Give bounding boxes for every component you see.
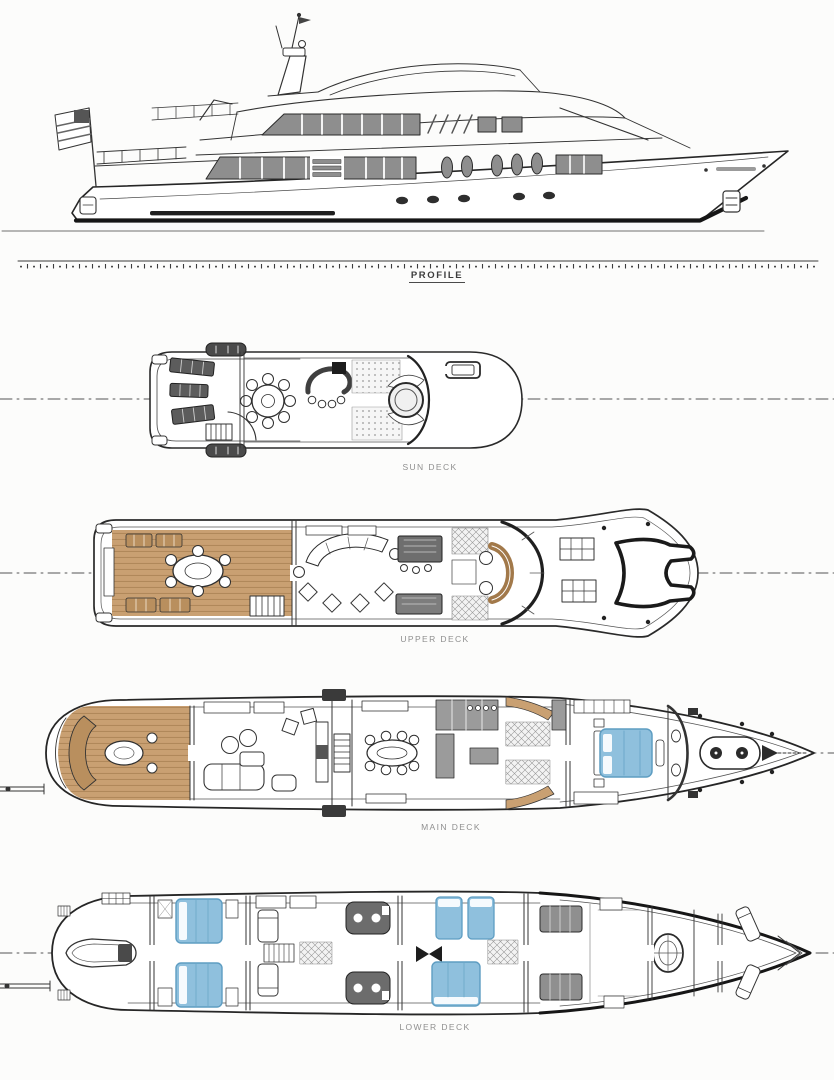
scale-ruler xyxy=(17,260,819,269)
vent-hatch xyxy=(444,361,481,379)
ensign-flag-icon xyxy=(54,107,97,187)
guest-twin-bed xyxy=(435,896,463,940)
guest-twin-bed xyxy=(467,896,495,940)
aft-stairs xyxy=(249,595,285,617)
davit-crane xyxy=(199,99,233,121)
salon xyxy=(203,701,329,792)
upper-deck-view xyxy=(0,508,834,638)
bathrooms xyxy=(345,895,404,1011)
transom-door xyxy=(79,196,97,215)
jacuzzi-icon xyxy=(387,374,425,426)
crew-cabins xyxy=(157,895,252,1011)
vent-louvers xyxy=(427,114,473,134)
propeller-shaft xyxy=(0,980,51,992)
salon-sofa xyxy=(203,763,265,791)
engine-room xyxy=(539,897,684,1009)
forepeak xyxy=(646,905,803,1001)
sun-deck-view xyxy=(0,342,834,458)
side-bench xyxy=(505,696,555,721)
tender-garage xyxy=(57,892,156,1011)
skylounge-chairs xyxy=(298,582,394,613)
crew-bed xyxy=(175,962,223,1008)
dining-table xyxy=(240,373,296,429)
engine-block xyxy=(539,905,583,933)
portholes xyxy=(396,191,555,205)
aft-table xyxy=(104,740,144,766)
bow-fairlead xyxy=(614,537,696,609)
side-bench xyxy=(505,785,555,810)
anchor-pocket-icon xyxy=(722,190,741,213)
master-bath xyxy=(666,704,689,802)
lower-deck-label: LOWER DECK xyxy=(399,1022,471,1032)
crew-bed xyxy=(175,898,223,944)
galley xyxy=(435,699,499,779)
helm-seat xyxy=(479,551,493,565)
superstructure xyxy=(94,63,691,167)
bow-name-plate xyxy=(716,167,756,171)
stair-lobby xyxy=(322,689,353,817)
guest-double-bed xyxy=(431,961,481,1007)
aft-deck-sofa xyxy=(68,715,97,791)
lower-deck-view xyxy=(0,890,834,1016)
master-cabin xyxy=(573,699,665,805)
mooring-bitts xyxy=(601,521,651,625)
skylounge-bar xyxy=(395,535,443,615)
crew-mess xyxy=(255,895,333,997)
chain-locker xyxy=(777,935,801,971)
sun-loungers xyxy=(169,357,216,425)
master-bed xyxy=(599,728,653,778)
helm-seat xyxy=(479,581,493,595)
profile-label: PROFILE xyxy=(408,270,466,283)
main-deck-label: MAIN DECK xyxy=(421,822,481,832)
bar-counter xyxy=(305,362,353,409)
main-deck-view xyxy=(0,689,834,817)
mast-base xyxy=(332,362,346,374)
hull xyxy=(71,150,789,223)
profile-view xyxy=(1,12,819,269)
rub-rail xyxy=(150,211,335,216)
engine-block xyxy=(539,973,583,1001)
stairs xyxy=(205,411,257,441)
aft-loungers xyxy=(125,533,191,613)
knuckle-line xyxy=(99,156,769,200)
upper-deck-label: UPPER DECK xyxy=(400,634,470,644)
oval-table xyxy=(165,545,231,597)
stair-icon xyxy=(416,946,442,962)
guest-cabins xyxy=(416,893,530,1013)
foredeck-hatches xyxy=(559,537,597,603)
deck-outline xyxy=(149,351,523,449)
sun-deck-label: SUN DECK xyxy=(402,462,458,472)
anchor-windlass xyxy=(688,708,807,798)
radar-mast-icon xyxy=(267,12,319,97)
passerelle xyxy=(0,783,45,795)
helm-console xyxy=(479,542,514,604)
windscreen-arc xyxy=(406,354,430,446)
dining-area xyxy=(361,700,420,804)
window-bands xyxy=(205,113,603,180)
deck-cleats xyxy=(697,713,775,793)
